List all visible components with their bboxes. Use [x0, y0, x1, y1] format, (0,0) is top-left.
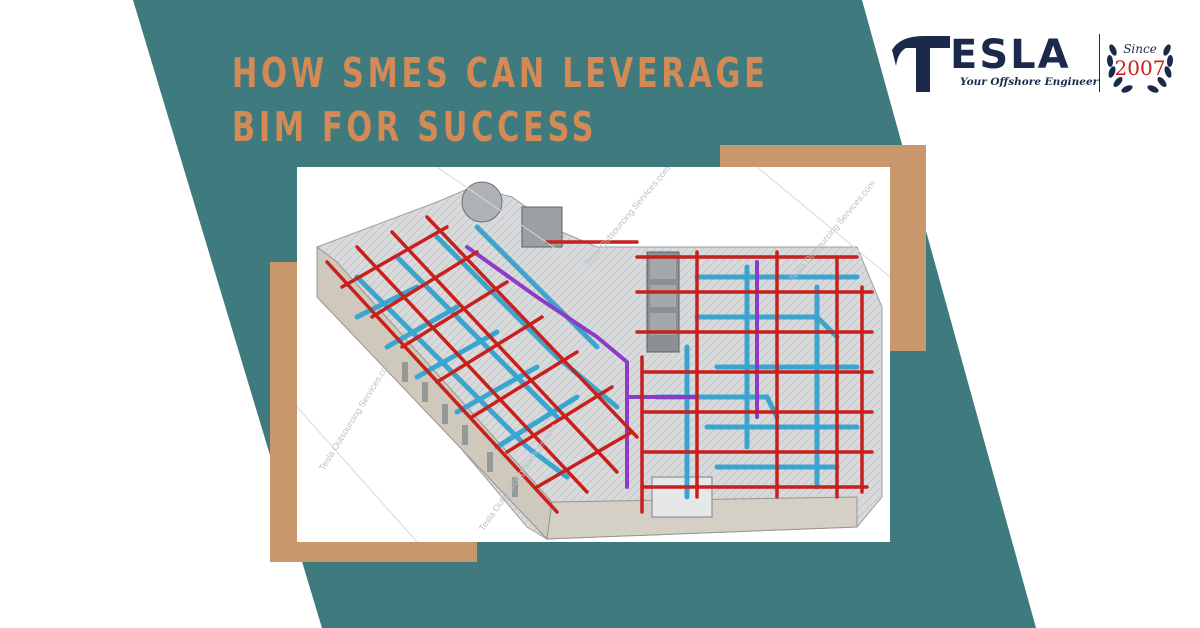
bim-mep-model-illustration	[297, 167, 890, 542]
headline: HOW SMES CAN LEVERAGE BIM FOR SUCCESS	[232, 46, 769, 154]
company-logo: ESLA Your Offshore Engineer Since 2007	[890, 28, 1190, 100]
bim-model-image: Tesla Outsourcing Services.com Tesla Out…	[297, 167, 890, 542]
headline-line-1: HOW SMES CAN LEVERAGE	[232, 49, 769, 97]
logo-wordmark: ESLA	[950, 32, 1071, 78]
headline-line-2: BIM FOR SUCCESS	[232, 103, 598, 151]
since-year: 2007	[1114, 56, 1166, 80]
since-badge: Since 2007	[1103, 28, 1177, 100]
tesla-t-icon	[892, 36, 950, 92]
logo-divider	[1099, 34, 1100, 92]
logo-tagline: Your Offshore Engineer	[960, 76, 1099, 88]
since-label: Since	[1123, 42, 1157, 56]
laurel-wreath-icon	[1106, 44, 1174, 93]
